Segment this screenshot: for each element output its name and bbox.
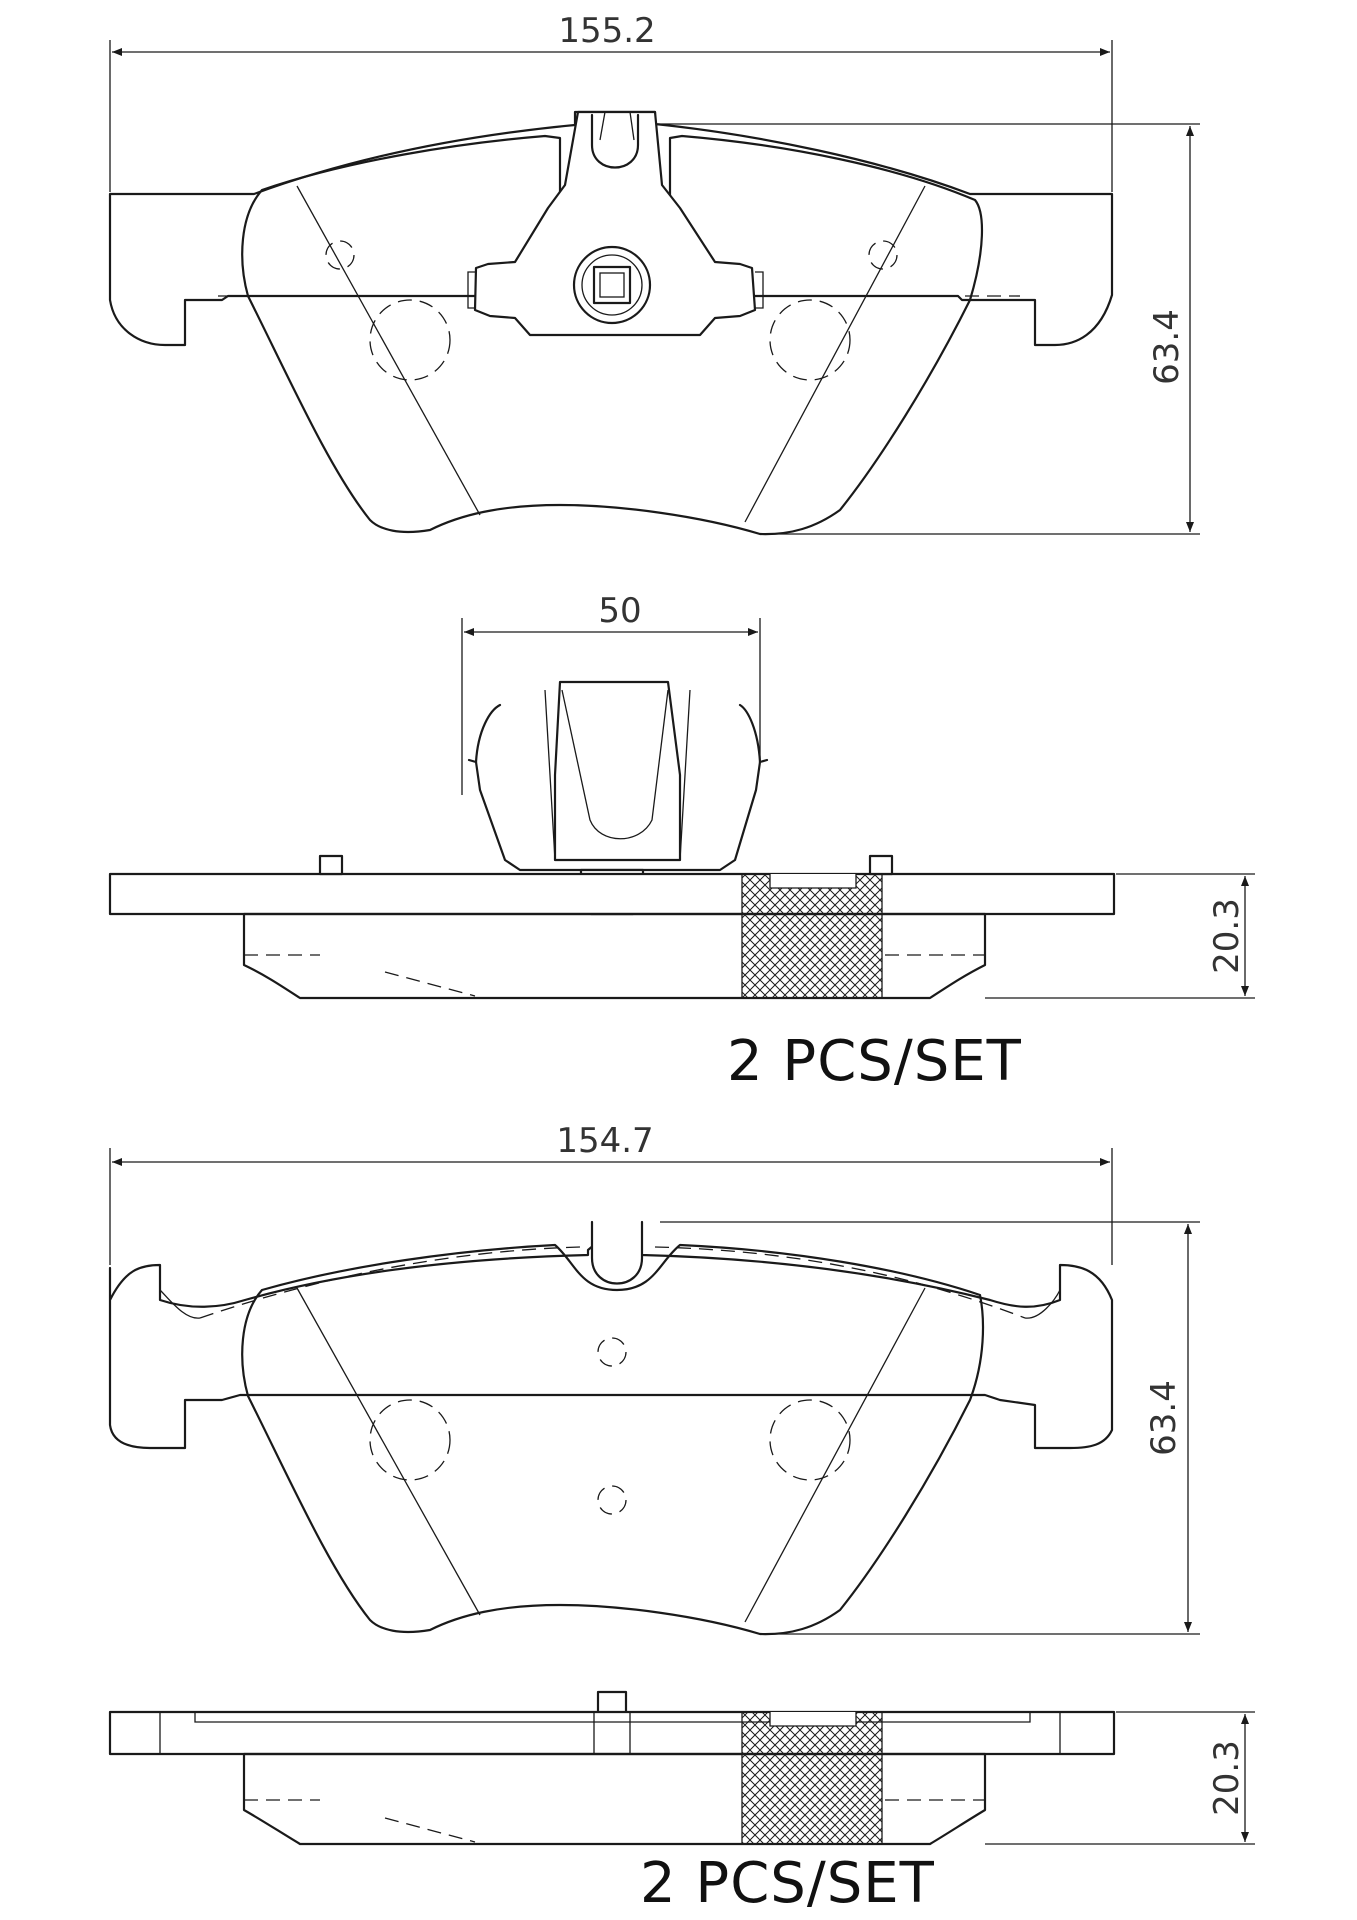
bottom-pad-width-dimension: 154.7 [109,1121,1113,1265]
bottom-pad-quantity-label: 2 PCS/SET [640,1851,935,1916]
bottom-pad-side-view [108,1690,1116,1846]
bottom-pad-face-view [108,1220,1114,1636]
bottom-pad-thickness-label: 20.3 [1207,1740,1247,1816]
bottom-pad-height-label: 63.4 [1144,1380,1184,1456]
top-pad-side-view [108,680,1116,1000]
top-pad-quantity-label: 2 PCS/SET [727,1029,1022,1094]
top-pad-face-view [108,110,1114,536]
top-pad-height-label: 63.4 [1147,309,1187,385]
bottom-pad-height-dimension: 63.4 [660,1221,1200,1635]
top-pad-width-dimension: 155.2 [109,11,1113,192]
top-pad-width-label: 155.2 [558,11,655,51]
top-pad-thickness-dimension: 20.3 [985,873,1255,999]
top-pad-thickness-label: 20.3 [1207,898,1247,974]
top-pad-height-dimension: 63.4 [658,123,1200,535]
clip-width-label: 50 [598,591,641,631]
bottom-pad-thickness-dimension: 20.3 [985,1711,1255,1845]
clip-width-dimension: 50 [461,591,761,795]
bottom-pad-width-label: 154.7 [556,1121,653,1161]
